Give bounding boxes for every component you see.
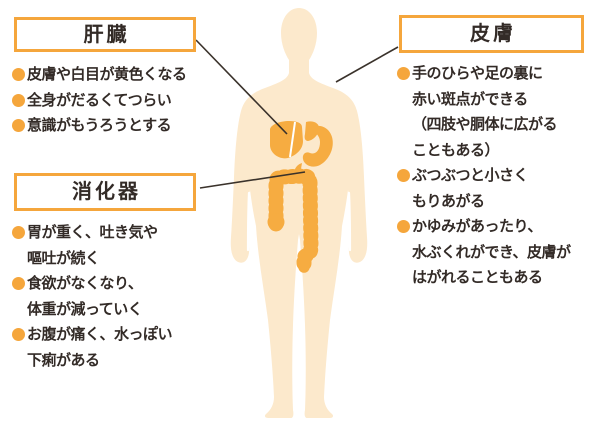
- arm-gap-right: [347, 191, 352, 252]
- symptom-lines: 手のひらや足の裏に赤い斑点ができる （四肢や胴体に広がることもある）: [412, 61, 558, 163]
- symptom-item: 手のひらや足の裏に赤い斑点ができる （四肢や胴体に広がることもある）: [397, 61, 597, 163]
- symptom-line: はがれることもある: [412, 269, 543, 286]
- symptom-lines: ぶつぶつと小さくもりあがる: [412, 163, 529, 214]
- symptom-line: （四肢や胴体に広がる: [412, 116, 558, 133]
- bullet-icon: [12, 119, 25, 132]
- bullet-icon: [12, 68, 25, 81]
- symptom-lines: 皮膚や白目が黄色くなる: [27, 62, 187, 88]
- skin-label-box: 皮膚: [399, 15, 584, 53]
- bullet-icon: [397, 67, 410, 80]
- symptom-line: 全身がだるくてつらい: [27, 91, 172, 109]
- symptom-line: 体重が減っていく: [27, 300, 143, 318]
- symptom-item: かゆみがあったり、水ぶくれができ、皮膚がはがれることもある: [397, 214, 597, 291]
- symptom-line: 手のひらや足の裏に: [412, 65, 543, 82]
- symptom-lines: 胃が重く、吐き気や嘔吐が続く: [27, 220, 158, 271]
- arm-gap-left: [246, 191, 251, 252]
- symptom-line: 食欲がなくなり、: [27, 275, 143, 292]
- symptom-lines: かゆみがあったり、水ぶくれができ、皮膚がはがれることもある: [412, 214, 571, 291]
- symptom-item: 意識がもうろうとする: [12, 113, 212, 139]
- symptom-lines: 意識がもうろうとする: [27, 113, 172, 139]
- symptom-line: 赤い斑点ができる: [412, 90, 528, 108]
- liver-lobe-slit: [289, 121, 296, 158]
- connector-skin: [335, 46, 399, 83]
- symptom-line: ぶつぶつと小さく: [412, 167, 529, 184]
- skin-symptom-list: 手のひらや足の裏に赤い斑点ができる （四肢や胴体に広がることもある） ぶつぶつと小さ…: [397, 61, 597, 291]
- bullet-icon: [12, 226, 25, 239]
- symptom-item: 胃が重く、吐き気や嘔吐が続く: [12, 220, 212, 271]
- digestive-title: 消化器: [72, 181, 141, 203]
- symptom-line: もりあがる: [412, 192, 485, 210]
- digestive-symptom-list: 胃が重く、吐き気や嘔吐が続く食欲がなくなり、体重が減っていくお腹が痛く、水っぽい…: [12, 220, 212, 373]
- symptom-line: こともある）: [412, 141, 500, 159]
- symptom-item: 食欲がなくなり、体重が減っていく: [12, 271, 212, 322]
- stomach-illustration: [302, 125, 333, 167]
- body-silhouette: [230, 8, 368, 418]
- colon-illustration: [270, 170, 317, 273]
- bullet-icon: [12, 93, 25, 107]
- symptom-line: 嘔吐が続く: [27, 249, 100, 267]
- connector-liver: [195, 39, 288, 135]
- symptom-lines: お腹が痛く、水っぽい下痢がある: [27, 322, 173, 373]
- bullet-icon: [397, 169, 410, 182]
- liver-symptom-list: 皮膚や白目が黄色くなる全身がだるくてつらい意識がもうろうとする: [12, 62, 212, 139]
- symptom-line: お腹が痛く、水っぽい: [27, 326, 173, 343]
- symptom-item: お腹が痛く、水っぽい下痢がある: [12, 322, 212, 373]
- symptom-item: 全身がだるくてつらい: [12, 88, 212, 114]
- symptom-line: 下痢がある: [27, 351, 100, 369]
- bullet-icon: [12, 328, 25, 341]
- symptom-line: かゆみがあったり、: [412, 218, 542, 235]
- skin-title: 皮膚: [470, 23, 516, 45]
- liver-title: 肝臓: [83, 23, 130, 46]
- symptom-line: 皮膚や白目が黄色くなる: [27, 66, 187, 83]
- liver-label-box: 肝臓: [14, 17, 196, 52]
- bullet-icon: [397, 220, 410, 233]
- connector-digestive: [199, 171, 306, 189]
- symptom-lines: 全身がだるくてつらい: [27, 88, 172, 114]
- bullet-icon: [12, 277, 25, 290]
- symptom-line: 意識がもうろうとする: [27, 117, 172, 134]
- symptom-line: 水ぶくれができ、皮膚が: [412, 243, 571, 261]
- symptom-item: ぶつぶつと小さくもりあがる: [397, 163, 597, 214]
- symptom-lines: 食欲がなくなり、体重が減っていく: [27, 271, 143, 322]
- digestive-label-box: 消化器: [14, 173, 196, 211]
- symptom-line: 胃が重く、吐き気や: [27, 224, 158, 241]
- symptom-item: 皮膚や白目が黄色くなる: [12, 62, 212, 88]
- cecum-illustration: [267, 213, 285, 231]
